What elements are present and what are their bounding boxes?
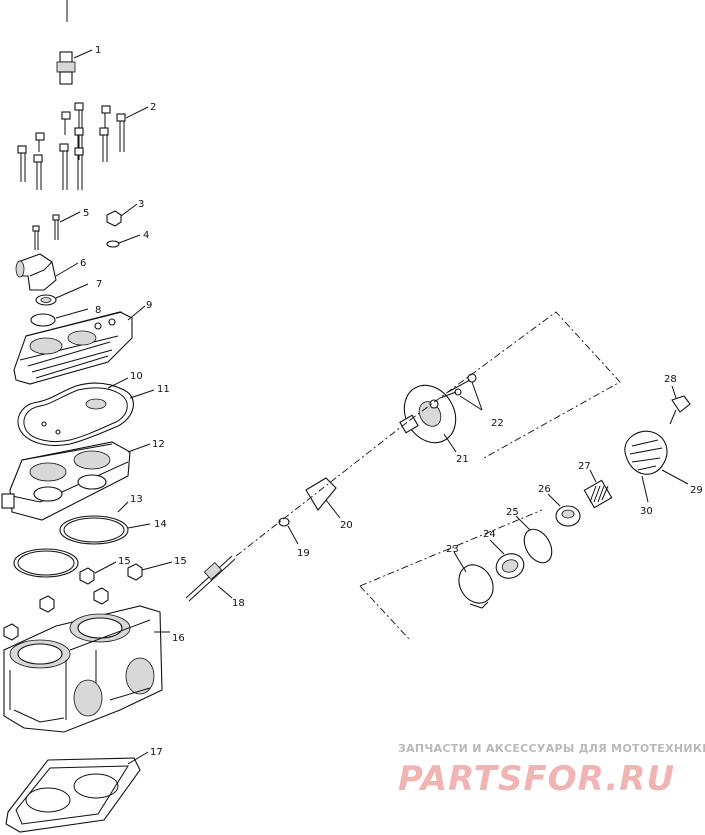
callout-15a: 15 — [118, 556, 131, 567]
callout-13: 13 — [130, 494, 143, 505]
part-spring — [583, 479, 613, 509]
callout-labels: 1 2 3 4 5 6 7 8 9 10 11 12 13 14 15 15 1… — [80, 45, 703, 758]
part-impeller-screws — [439, 373, 477, 399]
part-head-bolts — [17, 102, 126, 190]
callout-11: 11 — [157, 384, 170, 395]
assembly-dash-lines — [235, 311, 621, 641]
callout-6: 6 — [80, 258, 86, 269]
part-head-gasket — [17, 382, 134, 447]
part-o-ring — [30, 313, 56, 327]
callout-27: 27 — [578, 461, 591, 472]
callout-14: 14 — [154, 519, 167, 530]
part-water-outlet-elbow — [15, 253, 57, 291]
callout-25: 25 — [506, 507, 519, 518]
watermark-brand: PARTSFOR.RU — [398, 759, 675, 799]
part-cylinder-head-cover — [13, 311, 133, 385]
part-fitting — [56, 51, 76, 85]
part-impeller-gasket — [305, 477, 337, 511]
callout-2: 2 — [150, 102, 156, 113]
callout-7: 7 — [96, 279, 102, 290]
callout-28: 28 — [664, 374, 677, 385]
part-nut — [106, 210, 122, 227]
callout-24: 24 — [483, 529, 496, 540]
part-pump-shaft — [185, 555, 236, 602]
callout-30: 30 — [640, 506, 653, 517]
part-cylinder-nut — [3, 563, 143, 641]
callout-23: 23 — [446, 544, 459, 555]
callout-16: 16 — [172, 633, 185, 644]
part-shaft-seal — [278, 517, 290, 527]
part-pump-seal — [495, 553, 525, 579]
part-cylinder-head — [1, 441, 131, 521]
part-base-gasket — [5, 757, 141, 833]
callout-5: 5 — [83, 208, 89, 219]
callout-22: 22 — [491, 418, 504, 429]
watermark-tagline: ЗАПЧАСТИ И АКСЕССУАРЫ ДЛЯ МОТОТЕХНИКИ — [398, 742, 705, 755]
part-thermostat — [555, 505, 581, 527]
callout-26: 26 — [538, 484, 551, 495]
callout-21: 21 — [456, 454, 469, 465]
callout-17: 17 — [150, 747, 163, 758]
part-gasket-ring — [35, 294, 57, 306]
part-washer-small — [106, 240, 120, 248]
callout-29: 29 — [690, 485, 703, 496]
callout-12: 12 — [152, 439, 165, 450]
callout-4: 4 — [143, 230, 149, 241]
watermark: ЗАПЧАСТИ И АКСЕССУАРЫ ДЛЯ МОТОТЕХНИКИ PA… — [398, 742, 705, 799]
part-cylinder-o-ring-2 — [13, 548, 79, 578]
callout-15b: 15 — [174, 556, 187, 567]
part-cylinder-o-ring — [59, 515, 129, 545]
part-pump-o-ring — [523, 528, 553, 564]
callout-1: 1 — [95, 45, 101, 56]
part-hose-clamp — [458, 564, 494, 609]
part-thermostat-housing — [624, 430, 668, 475]
callout-18: 18 — [232, 598, 245, 609]
callout-20: 20 — [340, 520, 353, 531]
callout-9: 9 — [146, 300, 152, 311]
part-cylinder-block — [3, 605, 163, 733]
callout-3: 3 — [138, 199, 144, 210]
callout-8: 8 — [95, 305, 101, 316]
part-stud — [32, 214, 60, 250]
part-bleed-screw — [669, 395, 691, 425]
callout-10: 10 — [130, 371, 143, 382]
part-water-pump-impeller — [399, 384, 457, 444]
callout-19: 19 — [297, 548, 310, 559]
